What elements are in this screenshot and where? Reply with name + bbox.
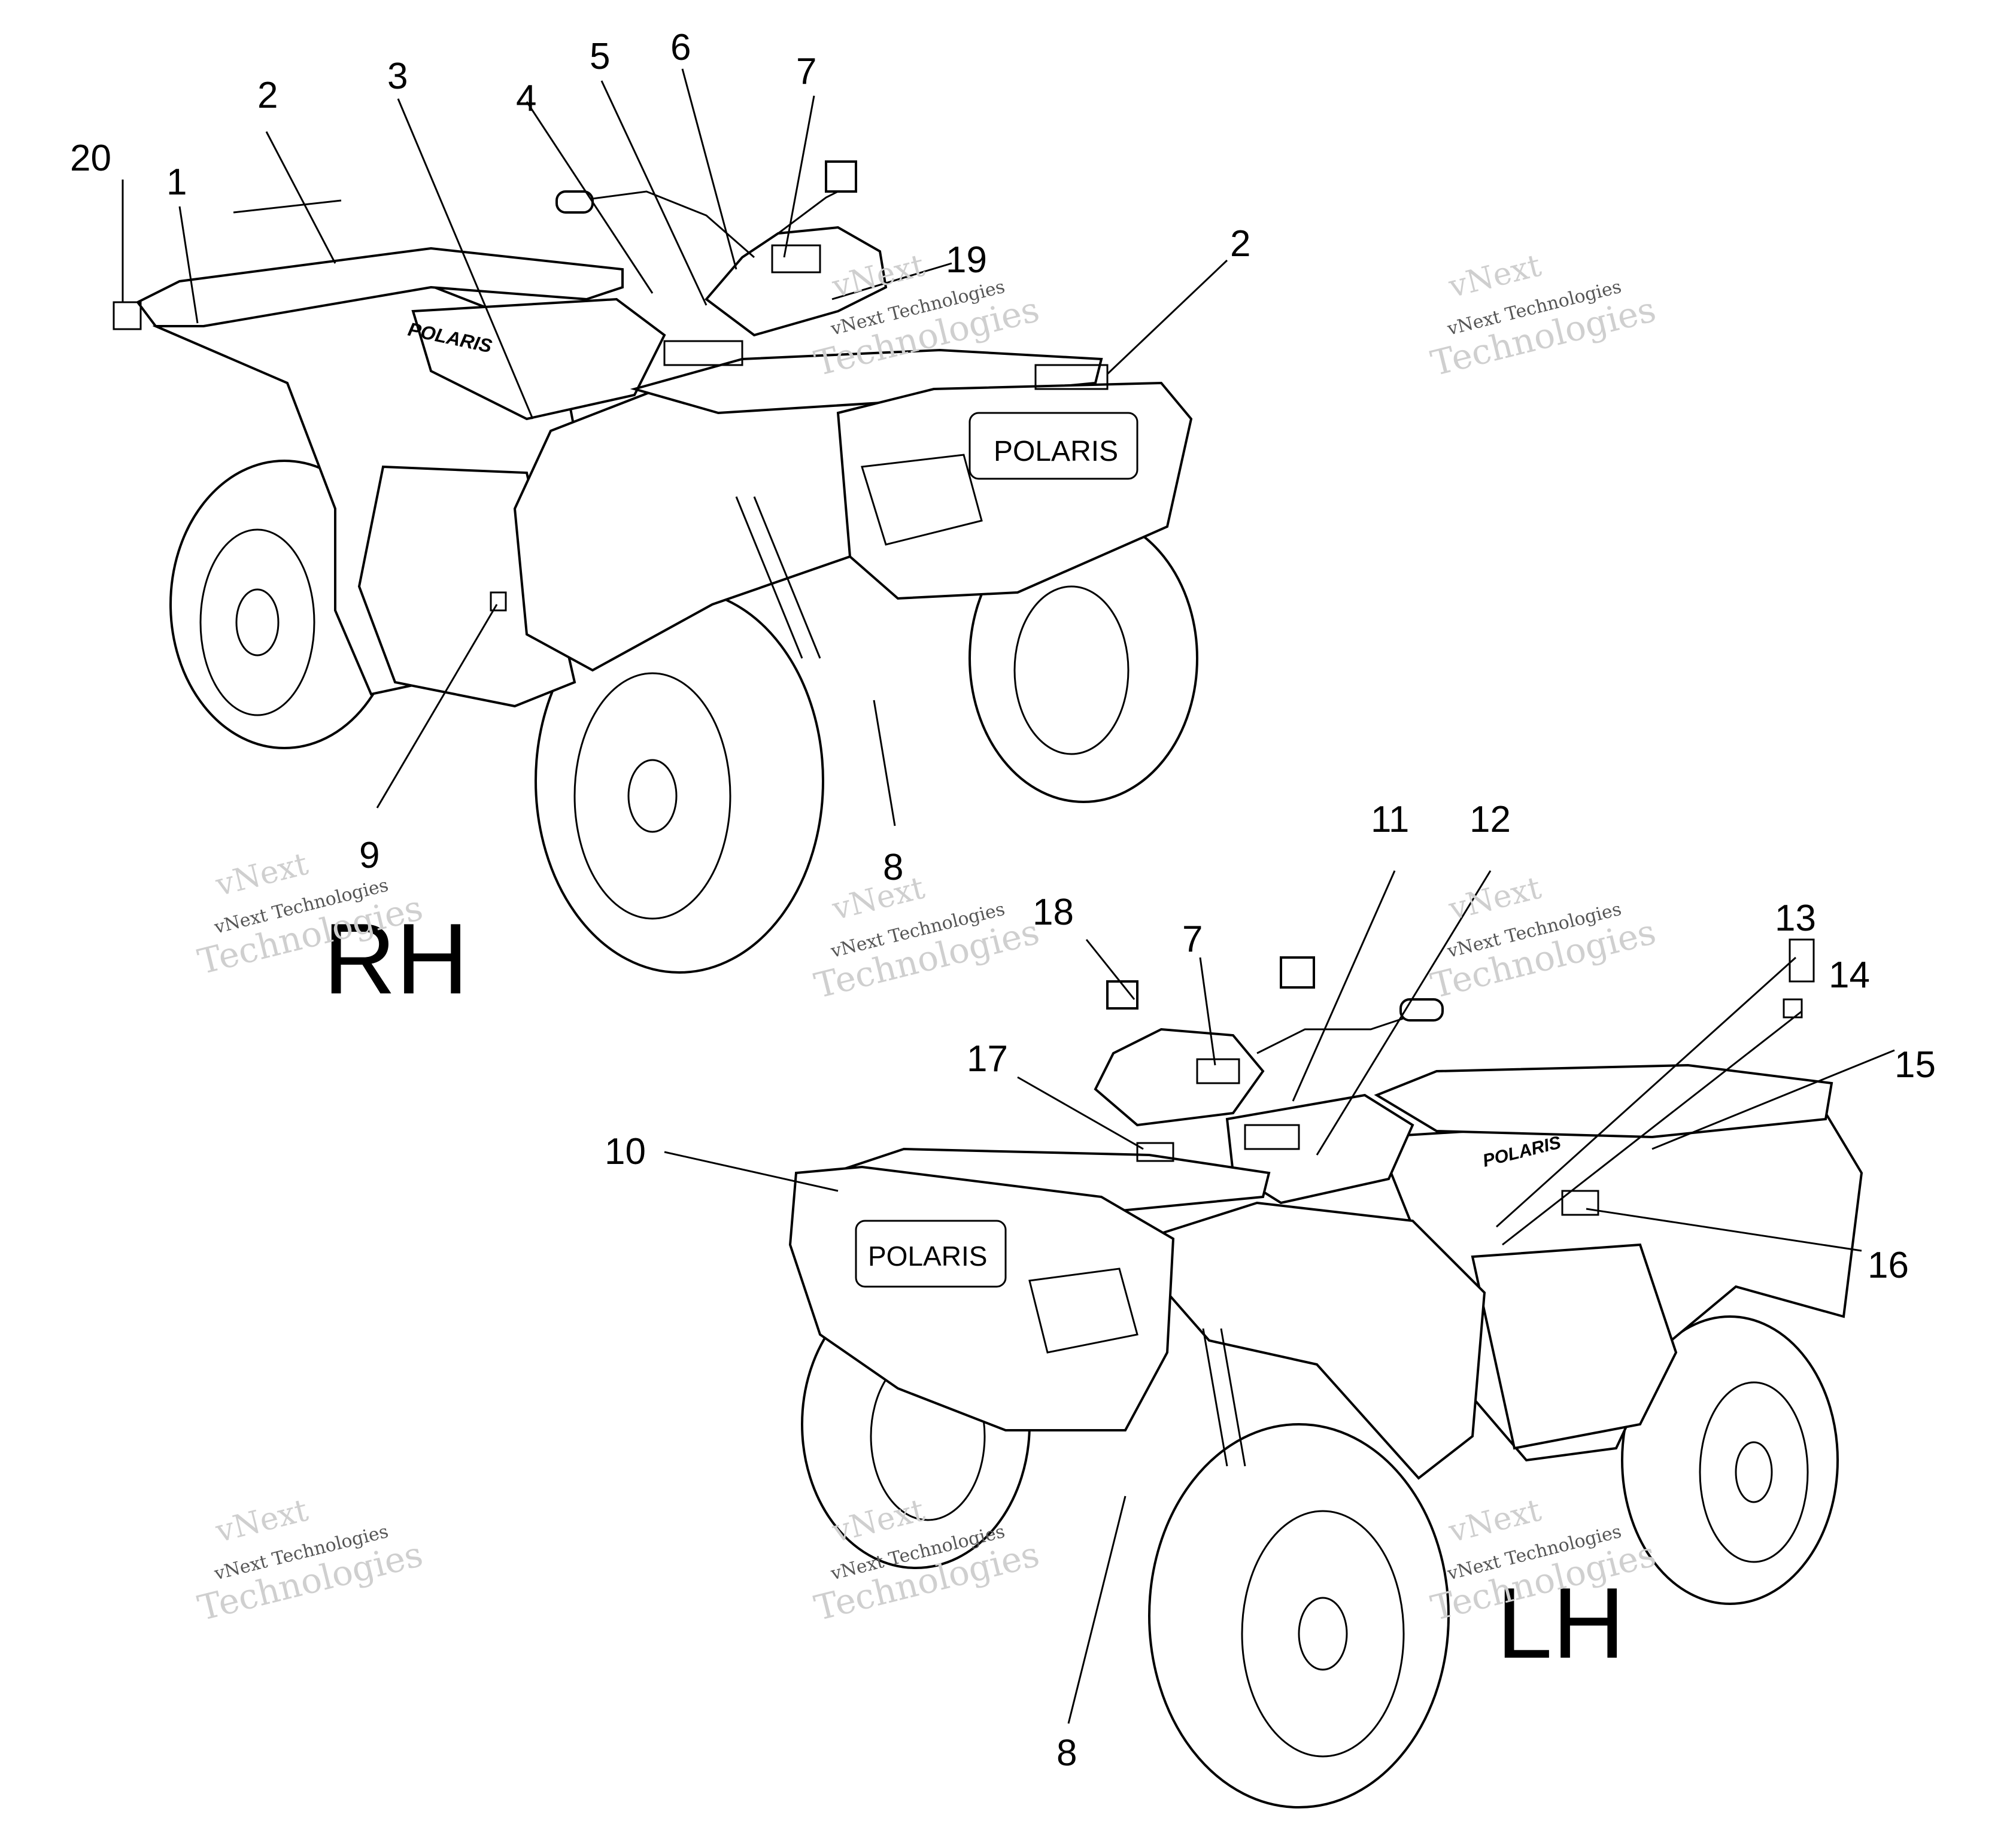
callout-1: 1 (166, 162, 187, 203)
rh-leader-lines (122, 68, 1228, 826)
lh-front-wheel (1148, 1423, 1450, 1808)
lh-front-grille (788, 1165, 1175, 1431)
callout-15: 15 (1894, 1044, 1936, 1086)
lh-shock (1202, 1328, 1246, 1467)
lh-front-fender (1123, 1201, 1486, 1480)
svg-text:vNext: vNext (1445, 248, 1545, 305)
rh-decal-9 (490, 591, 507, 612)
svg-text:vNext: vNext (1445, 870, 1545, 928)
atv-lh-view: POLARIS POLARIS (788, 938, 1863, 1808)
callout-8-lh: 8 (1056, 1732, 1077, 1774)
lh-rear-rack (1374, 1063, 1833, 1139)
rh-headlight (861, 454, 983, 546)
rh-front-logo: POLARIS (994, 436, 1118, 467)
rh-decal-7 (771, 244, 821, 273)
rh-seat (411, 297, 666, 421)
callout-11: 11 (1371, 799, 1409, 840)
callout-12: 12 (1470, 799, 1511, 840)
callout-8-rh: 8 (883, 847, 903, 888)
callout-3: 3 (387, 56, 408, 97)
callout-18: 18 (1033, 892, 1074, 933)
lh-mirror-mount (1106, 980, 1138, 1010)
rh-rear-rack (135, 247, 624, 327)
callout-20: 20 (70, 138, 111, 179)
rh-decal-2 (1034, 364, 1109, 390)
rh-decal-20 (113, 301, 142, 330)
callout-7-lh: 7 (1182, 919, 1203, 960)
callout-14: 14 (1829, 955, 1870, 996)
callout-19: 19 (946, 239, 987, 281)
view-label-rh: RH (323, 902, 469, 1015)
view-label-lh: LH (1496, 1567, 1625, 1679)
lh-handlebar (1256, 1010, 1425, 1054)
rh-front-rack (630, 348, 1103, 415)
lh-front-logo: POLARIS (868, 1241, 987, 1272)
callout-16: 16 (1868, 1245, 1909, 1286)
lh-headlight (1028, 1267, 1138, 1354)
rh-front-wheel (535, 588, 824, 974)
lh-decal-13 (1789, 938, 1815, 983)
callout-10: 10 (605, 1131, 646, 1172)
callout-17: 17 (967, 1038, 1008, 1080)
lh-decal-12 (1244, 1124, 1300, 1150)
callout-2-rh-front: 2 (1230, 223, 1250, 265)
lh-decal-16 (1561, 1190, 1599, 1216)
rh-decal-2-strip (233, 199, 342, 214)
rh-logo-plate (968, 412, 1138, 480)
rh-front-grille (836, 381, 1193, 600)
atv-rh-view: POLARIS POLARIS (113, 160, 1198, 974)
callout-6: 6 (670, 27, 691, 68)
svg-text:vNext: vNext (1445, 1493, 1545, 1550)
callout-7-rh: 7 (796, 51, 816, 92)
svg-text:vNext: vNext (212, 846, 312, 904)
watermark-5: vNext vNext Technologies Technologies (1427, 870, 1660, 1007)
callout-13: 13 (1775, 898, 1816, 939)
watermark-6: vNext vNext Technologies Technologies (194, 1493, 427, 1629)
lh-decal-17 (1136, 1142, 1174, 1162)
svg-text:vNext: vNext (828, 870, 928, 928)
watermarks: vNext vNext Technologies Technologies vN… (194, 248, 1660, 1629)
watermark-3: vNext vNext Technologies Technologies (1427, 248, 1660, 384)
rh-decal-4 (663, 340, 743, 366)
callout-4: 4 (516, 78, 536, 119)
lh-grip (1399, 998, 1444, 1022)
rh-shock (735, 496, 821, 659)
callout-9: 9 (359, 835, 379, 876)
lh-leader-lines (664, 870, 1895, 1724)
rh-mirror-mount (825, 160, 857, 193)
watermark-4: vNext vNext Technologies Technologies (810, 870, 1043, 1007)
svg-text:vNext: vNext (212, 1493, 312, 1550)
lh-brake-reservoir (1280, 956, 1315, 989)
lh-decal-14 (1783, 998, 1803, 1019)
callout-2-rh-rear: 2 (257, 75, 278, 116)
callout-5: 5 (590, 36, 610, 77)
lh-headlight-pod (1094, 1028, 1265, 1127)
lh-logo-plate (855, 1220, 1007, 1288)
lh-rear-wheel (1621, 1315, 1839, 1605)
lh-footwell (1471, 1243, 1678, 1450)
lh-decal-7 (1196, 1058, 1240, 1084)
